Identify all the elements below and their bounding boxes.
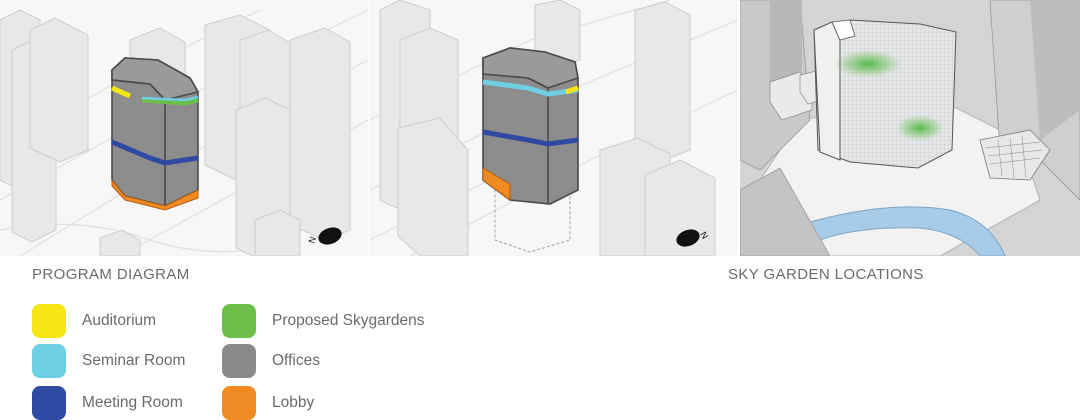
- legend-item-proposed-skygardens: Proposed Skygardens: [222, 304, 425, 338]
- program-diagram-view-2: N: [370, 0, 738, 256]
- sky-garden-locations-title: SKY GARDEN LOCATIONS: [728, 266, 924, 283]
- legend-item-meeting-room: Meeting Room: [32, 386, 183, 420]
- legend-label: Auditorium: [82, 312, 157, 329]
- legend-item-lobby: Lobby: [222, 386, 314, 420]
- legend-label: Seminar Room: [82, 352, 186, 369]
- svg-text:N: N: [306, 235, 318, 245]
- program-diagram-title: PROGRAM DIAGRAM: [32, 266, 190, 283]
- legend-label: Proposed Skygardens: [272, 312, 425, 329]
- program-diagram-view-1: N: [0, 0, 368, 256]
- north-arrow-1: N: [306, 227, 342, 245]
- legend-label: Offices: [272, 352, 320, 369]
- sky-garden-rendering-graphic: [740, 0, 1080, 256]
- program-diagram-view-2-graphic: N: [370, 0, 738, 256]
- proposed-skygardens-swatch: [222, 304, 256, 338]
- legend-item-offices: Offices: [222, 344, 320, 378]
- legend-label: Lobby: [272, 394, 315, 411]
- north-arrow-2: N: [676, 229, 710, 247]
- legend-label: Meeting Room: [82, 394, 183, 411]
- legend-item-seminar-room: Seminar Room: [32, 344, 185, 378]
- offices-swatch: [222, 344, 256, 378]
- seminar-room-swatch: [32, 344, 66, 378]
- svg-text:N: N: [698, 230, 710, 241]
- sky-garden-rendering: [740, 0, 1080, 256]
- meeting-room-swatch: [32, 386, 66, 420]
- lobby-swatch: [222, 386, 256, 420]
- auditorium-swatch: [32, 304, 66, 338]
- program-legend: Auditorium Seminar Room Meeting Room Pro…: [32, 304, 472, 420]
- program-diagram-view-1-graphic: N: [0, 0, 368, 256]
- legend-item-auditorium: Auditorium: [32, 304, 156, 338]
